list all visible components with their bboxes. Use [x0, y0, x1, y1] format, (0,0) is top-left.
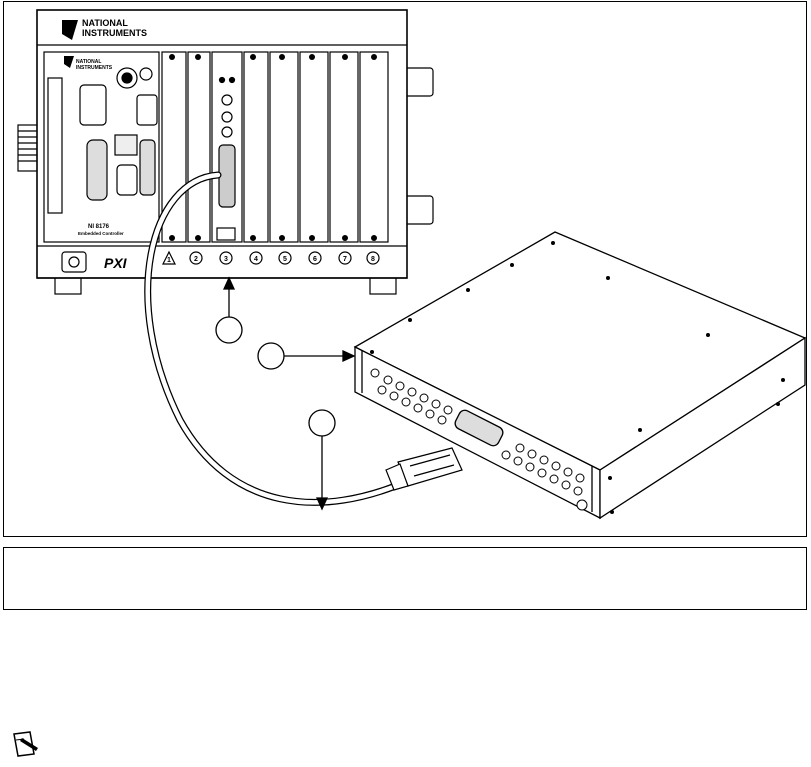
ni-logo-small-icon	[64, 56, 74, 68]
cable-connector	[385, 447, 463, 491]
controller-brand-line1: NATIONAL	[76, 59, 101, 65]
pxi-chassis	[17, 9, 434, 295]
chassis-brand-line2: INSTRUMENTS	[82, 28, 147, 38]
slot-number-3: 3	[224, 256, 228, 263]
slot-number-7: 7	[343, 256, 347, 263]
figure-legend-box	[3, 547, 807, 610]
slot-number-1: 1	[167, 257, 171, 264]
controller-brand-line2: INSTRUMENTS	[76, 65, 113, 71]
connector-block	[353, 231, 807, 520]
controller-caption: Embedded Controller	[78, 231, 124, 236]
callout-1	[215, 316, 243, 344]
callout-3	[308, 409, 336, 437]
note-pencil-icon	[13, 731, 38, 757]
slot-number-2: 2	[194, 256, 198, 263]
chassis-brand-line1: NATIONAL	[82, 18, 128, 28]
slot-number-4: 4	[254, 256, 258, 263]
slot-number-5: 5	[283, 256, 287, 263]
pxi-logo: PXI	[104, 255, 128, 271]
controller-model: NI 8176	[88, 224, 110, 230]
callout-2	[257, 342, 285, 370]
ni-logo-icon	[62, 20, 78, 40]
slot-number-6: 6	[313, 256, 317, 263]
slot-number-8: 8	[371, 256, 375, 263]
